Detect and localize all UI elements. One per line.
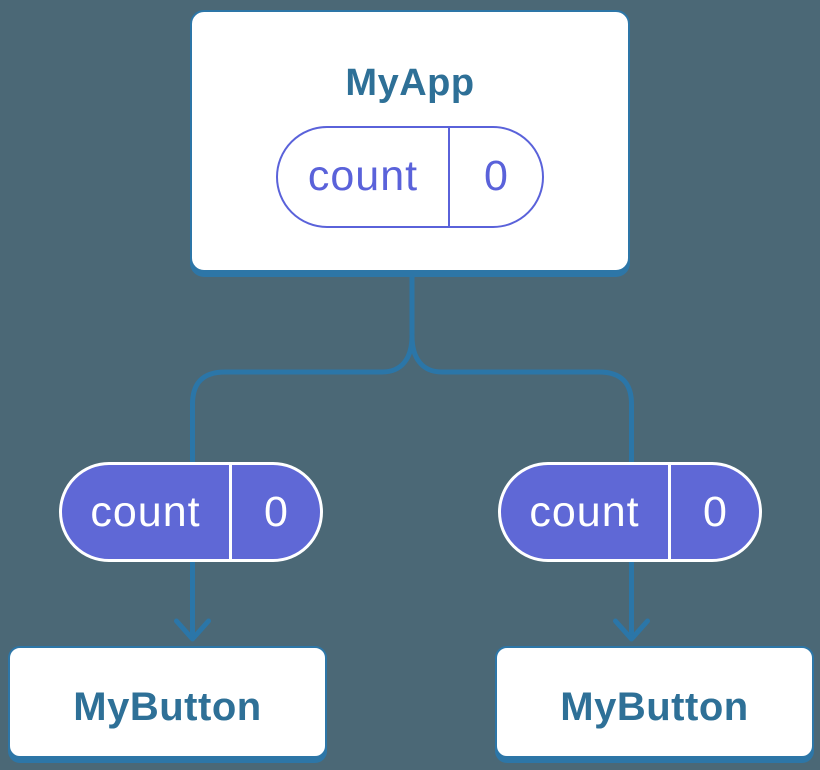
prop-pill-left: count 0 bbox=[59, 462, 323, 562]
prop-key-label: count bbox=[529, 487, 640, 536]
component-title: MyApp bbox=[345, 62, 475, 105]
component-card-mybutton-right: MyButton bbox=[495, 646, 814, 758]
prop-key-label: count bbox=[90, 487, 201, 536]
pill-divider bbox=[668, 465, 671, 559]
prop-value-label: 0 bbox=[264, 487, 288, 536]
state-value-label: 0 bbox=[484, 152, 508, 201]
down-arrowhead-right-icon bbox=[613, 618, 650, 642]
pill-divider bbox=[448, 127, 450, 226]
left-branch-line bbox=[190, 333, 415, 636]
component-title: MyButton bbox=[560, 684, 749, 729]
prop-value-label: 0 bbox=[703, 487, 727, 536]
right-branch-line bbox=[409, 333, 634, 636]
component-card-myapp: MyApp count 0 bbox=[190, 10, 630, 272]
state-pill-myapp: count 0 bbox=[276, 125, 544, 228]
down-arrowhead-left-icon bbox=[174, 618, 211, 642]
pill-divider bbox=[229, 465, 232, 559]
state-key-label: count bbox=[307, 152, 419, 201]
prop-pill-right: count 0 bbox=[498, 462, 762, 562]
component-card-mybutton-left: MyButton bbox=[8, 646, 327, 758]
component-title: MyButton bbox=[73, 684, 262, 729]
